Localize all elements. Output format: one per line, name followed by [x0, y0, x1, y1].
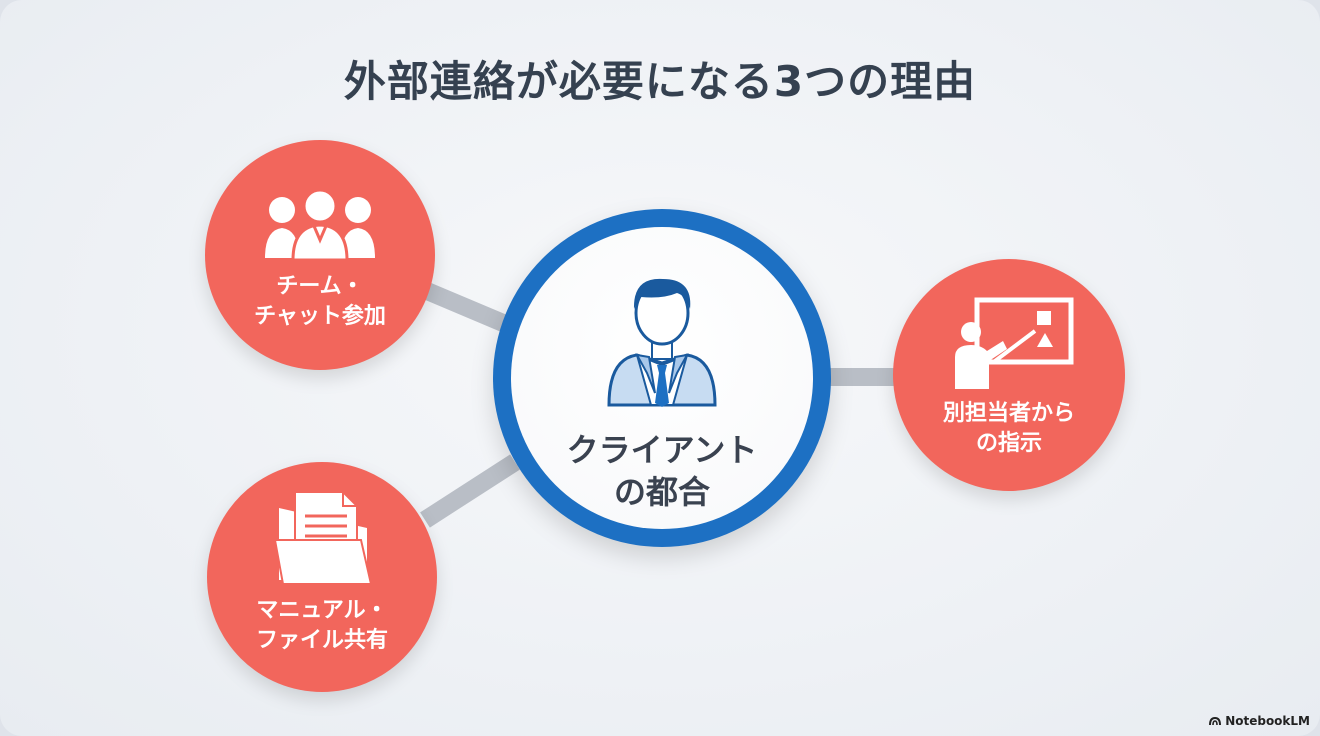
node-team-chat-label: チーム・ チャット参加 [254, 274, 386, 329]
connector-team [416, 279, 514, 335]
center-node-label: クライアント の都合 [566, 431, 758, 511]
watermark-text: NotebookLM [1225, 714, 1310, 728]
folder-document-icon [273, 491, 373, 585]
notebooklm-logo-icon [1209, 716, 1222, 726]
connector-manual [420, 454, 520, 528]
people-group-icon [265, 188, 375, 260]
center-node-inner: クライアント の都合 [511, 227, 813, 529]
notebooklm-watermark: NotebookLM [1209, 714, 1310, 728]
center-node: クライアント の都合 [493, 209, 831, 547]
node-team-chat: チーム・ チャット参加 [205, 140, 435, 370]
node-other-person-label: 別担当者から の指示 [942, 401, 1075, 456]
node-other-person: 別担当者から の指示 [893, 259, 1125, 491]
presenter-whiteboard-icon [955, 297, 1074, 389]
businessman-icon [607, 278, 717, 407]
node-manual-file-label: マニュアル・ ファイル共有 [255, 598, 388, 653]
page-title: 外部連絡が必要になる3つの理由 [343, 57, 977, 106]
node-manual-file: マニュアル・ ファイル共有 [207, 462, 437, 692]
